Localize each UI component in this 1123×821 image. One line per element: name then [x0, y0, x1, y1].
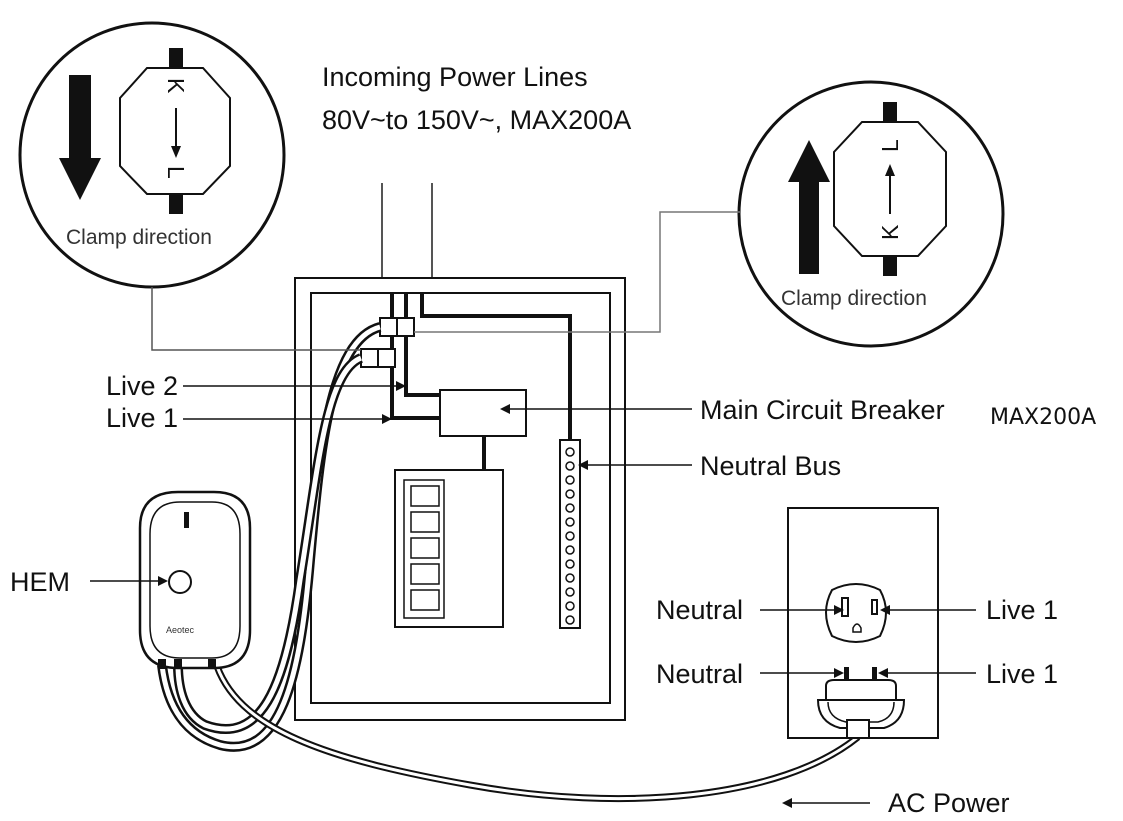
- label-plug-live1: Live 1: [986, 659, 1058, 689]
- hem-slot-icon: [184, 512, 189, 528]
- neutral-bus: [559, 439, 581, 629]
- hem-device: Aeotec: [138, 490, 252, 670]
- label-outlet-live1: Live 1: [986, 595, 1058, 625]
- clamp-right-mark-k: K: [877, 224, 903, 240]
- label-outlet-neutral: Neutral: [656, 595, 743, 625]
- clamp-left-caption: Clamp direction: [66, 226, 212, 249]
- incoming-power-title: Incoming Power Lines: [322, 62, 588, 92]
- label-hem: HEM: [10, 567, 70, 597]
- clamp-left-mark-k: K: [163, 78, 189, 94]
- incoming-power-lines: [381, 183, 433, 278]
- ac-plug: [816, 667, 906, 739]
- label-plug-neutral: Neutral: [656, 659, 743, 689]
- label-live2: Live 2: [106, 371, 178, 401]
- ac-power-cable: [211, 659, 861, 803]
- clamp-detail-right: L K Clamp direction: [737, 80, 1005, 348]
- live-slot-icon: [871, 599, 878, 615]
- ground-slot-icon: [852, 623, 862, 633]
- leader-right-clamp: [414, 211, 740, 333]
- clamp-detail-left: K L Clamp direction: [18, 21, 286, 289]
- arrow-up-icon: [788, 140, 830, 274]
- small-arrow-down-icon: [171, 146, 181, 158]
- neutral-slot-icon: [841, 597, 849, 617]
- clamp-right-caption: Clamp direction: [781, 287, 927, 310]
- hem-button-icon[interactable]: [168, 570, 192, 594]
- label-live1: Live 1: [106, 403, 178, 433]
- clamp-left-mark-l: L: [163, 166, 189, 179]
- small-arrow-up-icon: [885, 164, 895, 176]
- incoming-power-rating: 80V~to 150V~, MAX200A: [322, 105, 631, 135]
- leader-left-clamp: [151, 287, 361, 351]
- arrow-down-icon: [59, 75, 101, 200]
- label-ac-power: AC Power: [888, 788, 1010, 816]
- label-neutral-bus: Neutral Bus: [700, 451, 841, 481]
- clamp-cables: [157, 322, 382, 752]
- clamp-right-mark-l: L: [877, 139, 903, 152]
- label-main-breaker-rating: MAX200A: [990, 405, 1096, 430]
- callout-arrows: [90, 381, 976, 808]
- main-circuit-breaker: [439, 389, 527, 437]
- label-main-breaker: Main Circuit Breaker: [700, 395, 945, 425]
- branch-breakers: [394, 469, 504, 628]
- hem-brand-label: Aeotec: [166, 625, 195, 635]
